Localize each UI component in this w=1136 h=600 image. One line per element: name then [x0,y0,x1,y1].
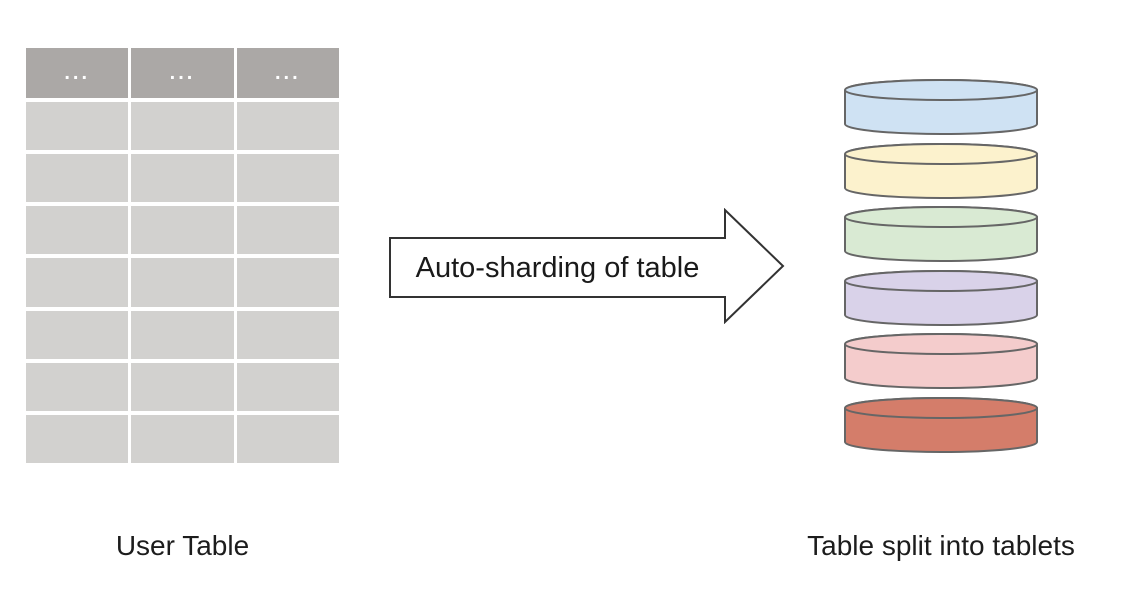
table-cell [131,206,234,255]
table-cell [131,310,234,359]
table-cell [131,362,234,411]
table-cell [26,414,129,463]
tablet-stack [843,78,1039,454]
table-cell [26,102,129,151]
table-cell [26,310,129,359]
user-table: ......... [26,48,339,463]
table-cell [26,206,129,255]
sharding-arrow [389,208,785,324]
tablet-blue-cylinder [844,79,1038,135]
sharding-arrow-shape [389,208,785,324]
user-table-label: User Table [115,530,250,561]
table-cell [236,310,339,359]
table-cell [131,258,234,307]
tablet-green-cylinder [844,206,1038,262]
table-cell [236,258,339,307]
tablet-pink-cylinder [844,333,1038,389]
tablets-label: Table split into tablets [807,530,1075,561]
table-header-cell: ... [236,48,339,98]
table-cell [131,154,234,203]
table-cell [26,362,129,411]
table-cell [236,362,339,411]
table-cell [236,206,339,255]
tablet-purple-cylinder [844,269,1038,326]
tablet-red-cylinder [844,396,1038,453]
table-cell [236,414,339,463]
table-header-cell: ... [26,48,129,98]
table-cell [236,154,339,203]
tablet-yellow-cylinder [844,142,1038,199]
table-cell [131,102,234,151]
table-cell [26,258,129,307]
table-cell [131,414,234,463]
table-header-cell: ... [131,48,234,98]
table-cell [26,154,129,203]
arrow-label: Auto-sharding of table [415,251,700,284]
table-cell [236,102,339,151]
